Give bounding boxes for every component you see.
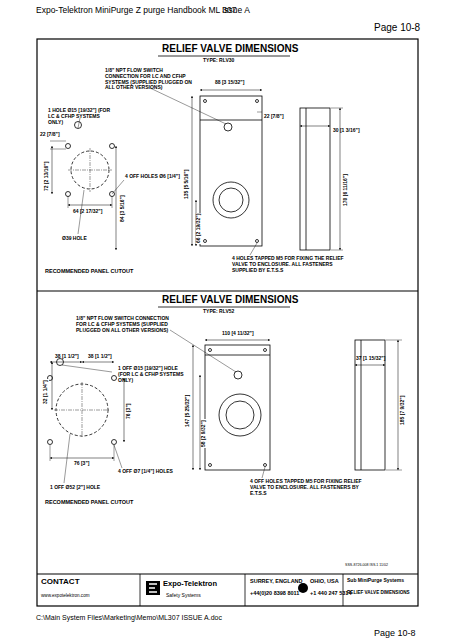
view-caption: RECOMMENDED PANEL CUTOUT — [45, 499, 133, 505]
dimension-label: 185 [7 9/32"] — [400, 395, 406, 426]
dimension-label: 72 [2 13/16"] — [44, 161, 50, 192]
dimension-label: 84 [3 5/16"] — [120, 194, 126, 223]
drawing-number: SSS-8726-008 ISS.1 11/02 — [345, 563, 388, 567]
view-caption: RECOMMENDED PANEL CUTOUT — [45, 268, 133, 274]
dimension-label: 38 [1 1/2"] — [55, 354, 79, 360]
page-number: Page 10-8 — [374, 22, 420, 34]
dimension-label: 22 [7/8"] — [40, 132, 60, 138]
office-location: OHIO, USA — [310, 578, 339, 584]
file-path: C:\Main System Files\Marketing\Memo\ML30… — [36, 614, 222, 622]
page-header: Expo-Telektron MiniPurge Z purge Handboo… — [36, 6, 237, 16]
page-number: Page 10-8 — [374, 628, 416, 638]
dimension-label: 76 [3"] — [126, 403, 132, 420]
callout-note: 4 HOLES TAPPED M5 FOR FIXING THE RELIEF … — [232, 256, 354, 273]
dimension-label: 64 [2 17/32"] — [73, 209, 102, 215]
dimension-label: 32 [1 1/4"] — [43, 379, 49, 405]
callout-note: 1/8" NPT FLOW SWITCH CONNECTION FOR LC A… — [105, 68, 197, 91]
type-label: TYPE: RLV30 — [203, 58, 234, 64]
company-name: Expo-Telektron — [163, 580, 217, 589]
phone-number: +1 440 247 5314 — [310, 590, 351, 596]
dimension-label: 147 [5 25/32"] — [185, 394, 191, 428]
dimension-label: 110 [4 11/32"] — [222, 331, 254, 337]
callout-note: 4 OFF Ø7 [1/4"] HOLES — [118, 469, 173, 475]
dimension-label: 58 [2 9/32"] — [201, 419, 207, 448]
contact-heading: CONTACT — [41, 577, 80, 586]
drawing-title: RELIEF VALVE DIMENSIONS — [162, 43, 298, 55]
type-label: TYPE: RLV52 — [203, 309, 234, 315]
office-location: SURREY, ENGLAND — [250, 578, 303, 584]
dimension-label: 37 [1 15/32"] — [356, 356, 385, 362]
callout-note: Ø39 HOLE — [62, 236, 87, 242]
dimension-label: 170 [6 11/16"] — [343, 173, 349, 207]
issue-label: Issue A — [222, 6, 250, 16]
callout-note: 1 OFF Ø52 [2"] HOLE — [50, 485, 100, 491]
phone-number: +44(0)20 8398 8011 — [250, 590, 299, 596]
drawing-title: RELIEF VALVE DIMENSIONS — [162, 294, 298, 306]
callout-note: 1 HOLE Ø15 [19/32"] (FOR LC & CFHP SYSTE… — [48, 108, 114, 125]
company-tagline: Safety Systems — [166, 593, 201, 599]
product-line: Sub MiniPurge Systems — [347, 578, 404, 584]
dimension-label: 66 [2 19/32"] — [196, 213, 202, 244]
callout-note: 4 OFF HOLES Ø6 [1/4"] — [125, 174, 180, 180]
website-url: www.expotelektron.com — [41, 593, 90, 598]
sheet-title: RELIEF VALVE DIMENSIONS — [347, 590, 417, 595]
dimension-label: 38 [1 1/2"] — [88, 354, 112, 360]
dimension-label: 135 [5 5/16"] — [184, 169, 190, 200]
callout-note: 1/8" NPT FLOW SWITCH CONNECTION FOR LC &… — [76, 316, 170, 333]
callout-note: 1 OFF Ø15 [19/32"] HOLE (FOR LC & CFHP S… — [118, 366, 190, 383]
dimension-label: 76 [3"] — [74, 461, 89, 467]
dimension-label: 88 [3 15/32"] — [215, 80, 244, 86]
dimension-label: 30 [1 3/16"] — [333, 128, 360, 134]
callout-note: 4 OFF HOLES TAPPED M5 FOR FIXING RELIEF … — [250, 479, 372, 496]
dimension-label: 22 [7/8"] — [264, 114, 284, 120]
